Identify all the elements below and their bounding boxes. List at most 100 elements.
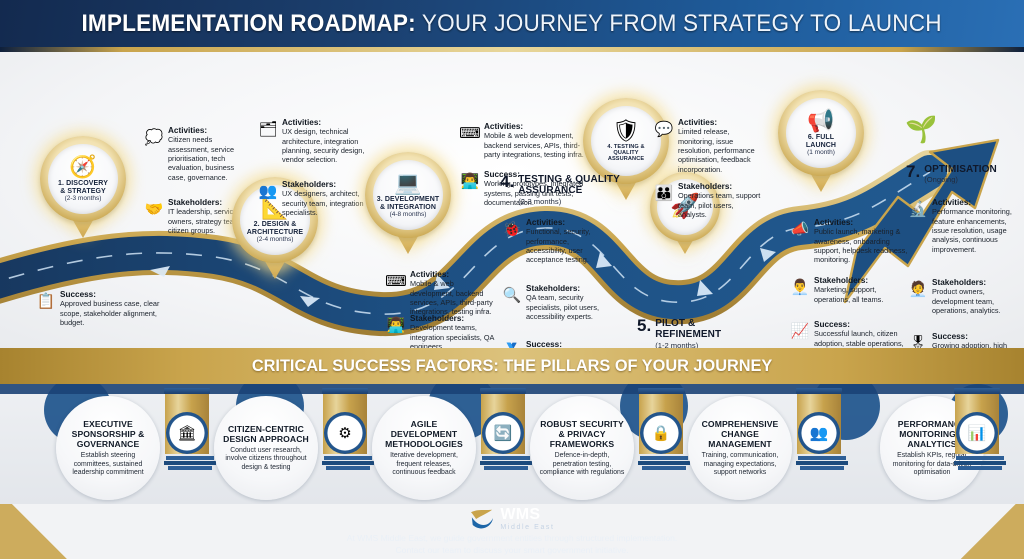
clipboard-check-icon: 📋 — [36, 292, 56, 310]
pillar-card-4[interactable]: ROBUST SECURITY & PRIVACY FRAMEWORKS Def… — [530, 396, 634, 500]
pin-bulb: 🛡 4. TESTING & QUALITY ASSURANCE — [583, 98, 669, 184]
stakeholders-label: Stakeholders: — [814, 276, 869, 285]
pillar-card-6[interactable]: PERFORMANCE MONITORING & ANALYTICS Estab… — [880, 396, 984, 500]
stage-pin-duration-1: (2-3 months) — [64, 195, 102, 203]
compass-magnifier-icon: 🧭 — [69, 153, 97, 179]
stakeholders-label: Stakeholders: — [410, 314, 465, 323]
stage-3-activities: ⌨ Activities: Mobile & web development, … — [385, 270, 496, 317]
stage-5-activities: 💬 Activities: Limited release, monitorin… — [654, 118, 766, 174]
page-title-bold: IMPLEMENTATION ROADMAP: — [81, 9, 417, 37]
pillar-card-1[interactable]: EXECUTIVE SPONSORSHIP & GOVERNANCE Estab… — [56, 396, 160, 500]
handshake-icon: 🤝 — [144, 200, 164, 218]
wms-logo: WMS Middle East — [469, 506, 554, 531]
stage-duration-7: (Ongoing) — [924, 175, 958, 185]
pillar-base — [796, 456, 848, 470]
footer-line-1: At WMS Middle East, we guide government … — [346, 532, 678, 543]
page-title-normal: YOUR JOURNEY FROM STRATEGY TO LAUNCH — [416, 9, 943, 37]
stage-3-success-top: 👨‍💻 Success: Working prototypes, integra… — [460, 170, 596, 207]
success-text: Working prototypes, integrated systems, … — [484, 179, 584, 208]
stage-6-activities: 📣 Activities: Public launch, marketing &… — [790, 218, 908, 265]
growth-chart-icon: 📈 — [790, 322, 810, 340]
pillar-title: PERFORMANCE MONITORING & ANALYTICS — [897, 418, 967, 449]
pillar-title: AGILE DEVELOPMENT METHODOLOGIES — [385, 418, 463, 449]
stage-pin-1[interactable]: 🧭 1. DISCOVERY & STRATEGY (2-3 months) — [40, 136, 126, 238]
header-gold-rule — [0, 47, 1024, 52]
pillar-base — [480, 456, 532, 470]
pillar-column-2: ⚙ — [322, 388, 374, 475]
medal-icon: 🎖 — [908, 334, 928, 349]
developer-icon: 👨‍💻 — [386, 316, 406, 334]
footer-gold-corner-right — [894, 504, 1024, 559]
thought-cloud-icon: 💭 — [144, 128, 164, 146]
stage-4-success: 🏅 Success: All tests passed, performance… — [502, 340, 614, 348]
stage-pin-5[interactable]: 🚀 — [650, 172, 720, 254]
header-bar: IMPLEMENTATION ROADMAP: YOUR JOURNEY FRO… — [0, 0, 1024, 47]
stage-pin-6[interactable]: 📢 6. FULL LAUNCH (1 month) — [778, 90, 864, 192]
stakeholders-text: IT leadership, service owners, strategy … — [168, 207, 242, 236]
pin-bulb: 📢 6. FULL LAUNCH (1 month) — [778, 90, 864, 176]
success-label: Success: — [814, 320, 850, 329]
cog-cycle-icon: ⚙ — [324, 412, 366, 454]
stakeholders-label: Stakeholders: — [526, 284, 581, 293]
stage-pin-3[interactable]: 💻 3. DEVELOPMENT & INTEGRATION (4-8 mont… — [365, 152, 451, 254]
blueprint-pencil-icon: 📐 — [261, 194, 289, 220]
success-label: Success: — [932, 332, 968, 341]
activities-label: Activities: — [282, 118, 322, 127]
stage-3-activities-top: ⌨ Activities: Mobile & web development, … — [459, 122, 596, 159]
stakeholders-text: Product owners, development team, operat… — [932, 287, 1001, 316]
pin-bulb: 🚀 — [650, 172, 720, 242]
footer-gold-corner-left — [0, 504, 120, 559]
pillar-desc: Training, communication, managing expect… — [701, 452, 779, 476]
activities-label: Activities: — [678, 118, 718, 127]
activities-label: Activities: — [410, 270, 450, 279]
stage-pin-2[interactable]: 📐 2. DESIGN & ARCHITECTURE (2-4 months) — [232, 177, 318, 279]
people-change-icon: 👥 — [798, 412, 840, 454]
pillar-desc: Defence-in-depth, penetration testing, c… — [539, 452, 625, 476]
user-group-icon: 👥 — [258, 182, 278, 200]
band-title: CRITICAL SUCCESS FACTORS: THE PILLARS OF… — [251, 356, 773, 375]
stage-2-activities: 🗂 Activities: UX design, technical archi… — [258, 118, 368, 165]
globe-megaphone-icon: 📢 — [807, 107, 835, 133]
stage-6-success: 📈 Success: Successful launch, citizen ad… — [790, 320, 908, 348]
pin-bulb: 💻 3. DEVELOPMENT & INTEGRATION (4-8 mont… — [365, 152, 451, 238]
pillar-card-5[interactable]: COMPREHENSIVE CHANGE MANAGEMENT Training… — [688, 396, 792, 500]
pillar-column-4: 🔒 — [638, 388, 690, 475]
pillar-card-2[interactable]: CITIZEN-CENTRIC DESIGN APPROACH Conduct … — [214, 396, 318, 500]
activities-label: Activities: — [932, 198, 972, 207]
stakeholders-text: UX designers, architect, security team, … — [282, 189, 364, 218]
stage-7-activities: 🔬 Activities: Performance monitoring, fe… — [908, 198, 1012, 254]
stage-pin-4[interactable]: 🛡 4. TESTING & QUALITY ASSURANCE — [583, 98, 669, 200]
pillar-base — [164, 456, 216, 470]
stage-number-7: 7. — [906, 162, 921, 181]
stage-5-heading: 5. PILOT & REFINEMENT (1-2 months) — [637, 316, 757, 348]
code-window-gear-icon: 💻 — [394, 169, 422, 195]
stage-number-5: 5. — [637, 316, 652, 335]
success-label: Success: — [60, 290, 96, 299]
pillar-column-1: 🏛 — [164, 388, 216, 475]
stage-3-stakeholders: 👨‍💻 Stakeholders: Development teams, int… — [386, 314, 496, 348]
stage-pin-duration-6: (1 month) — [807, 149, 835, 157]
megaphone-icon: 📣 — [790, 220, 810, 238]
stage-pin-label-4: 4. TESTING & QUALITY ASSURANCE — [607, 143, 645, 163]
stage-pin-duration-3: (4-8 months) — [389, 211, 427, 219]
stakeholders-text: Development teams, integration specialis… — [410, 323, 494, 348]
pin-bulb: 🧭 1. DISCOVERY & STRATEGY (2-3 months) — [40, 136, 126, 222]
winding-road-graphic — [0, 138, 1000, 337]
team-icon: 👪 — [654, 184, 674, 202]
award-ribbon-icon: 🏅 — [502, 341, 522, 349]
qa-magnifier-icon: 🔍 — [502, 286, 522, 304]
stage-pin-duration-2: (2-4 months) — [256, 236, 294, 244]
success-text: Growing adoption, high satisfaction, ope… — [932, 341, 1008, 348]
rocket-flag-icon: 🚀 — [670, 193, 700, 220]
stakeholders-label: Stakeholders: — [932, 278, 987, 287]
pillar-desc: Establish steering committees, sustained… — [72, 452, 144, 476]
pillar-base — [322, 456, 374, 470]
bug-icon: 🐞 — [502, 220, 522, 238]
activities-text: Performance monitoring, feature enhancem… — [932, 207, 1012, 254]
wms-swoosh-logo — [471, 509, 494, 529]
shield-check-magnifier-icon: 🛡 — [612, 117, 640, 143]
activities-label: Activities: — [814, 218, 854, 227]
stage-1-activities: 💭 Activities: Citizen needs assessment, … — [144, 126, 250, 182]
pillar-card-3[interactable]: AGILE DEVELOPMENT METHODOLOGIES Iterativ… — [372, 396, 476, 500]
developer-icon: 👨‍💻 — [460, 172, 480, 190]
